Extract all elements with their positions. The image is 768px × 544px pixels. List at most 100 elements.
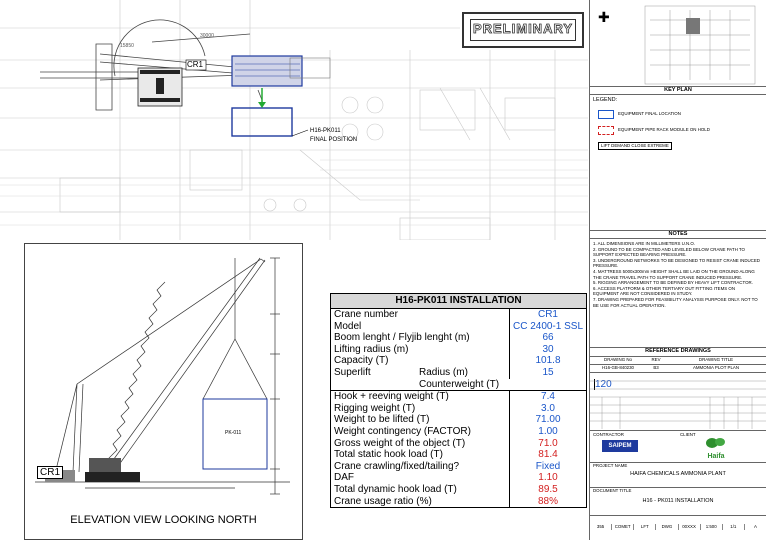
dim-1: 15850: [120, 43, 134, 49]
key-plan-title: KEY PLAN: [664, 87, 692, 93]
notes-title: NOTES: [668, 231, 688, 237]
table-row: Counterweight (T) 120: [331, 378, 612, 391]
row-label: DAF: [334, 472, 354, 484]
legend-item: EQUIPMENT FINAL LOCATION: [618, 111, 681, 116]
row-label: Model: [334, 320, 362, 332]
ref-col: DRAWING TITLE: [698, 357, 734, 362]
row-value: 89.5: [509, 483, 586, 496]
preliminary-text: PRELIMINARY: [470, 19, 576, 41]
doc-number-cell: COMET: [611, 524, 633, 530]
client-label: CLIENT: [680, 432, 696, 437]
client-logo-text: Haifa: [707, 453, 725, 460]
counterweight-value: 120: [594, 378, 612, 391]
project-name: HAIFA CHEMICALS AMMONIA PLANT: [630, 471, 726, 477]
plan-drawing: [0, 0, 588, 241]
counterweight-label: Counterweight (T): [419, 378, 500, 390]
table-row: Gross weight of the object (T)71.0: [331, 437, 586, 450]
table-row: Weight contingency (FACTOR) 1.00: [331, 425, 586, 438]
legend-hold-swatch: [598, 126, 614, 135]
elevation-title: ELEVATION VIEW LOOKING NORTH: [70, 514, 257, 526]
note-item: 1. ALL DIMENSIONS ARE IN MILLIMETERS U.N…: [593, 241, 696, 246]
title-block: ✚ KEY PLAN LEGEND: EQUIPMENT FINAL LOCAT…: [589, 0, 766, 540]
note-item: 7. DRAWING PREPARED FOR FEASIBILITY ANAL…: [593, 296, 758, 308]
doc-number-cell: A: [743, 524, 766, 530]
ref-cell: B3: [653, 365, 659, 370]
row-value: Fixed: [509, 460, 586, 473]
doc-number-cell: 00XXX: [677, 524, 700, 530]
row-label: Boom lenght / Flyjib lenght (m): [334, 332, 470, 344]
row-value: 101.8: [509, 355, 586, 367]
ref-col: REV: [651, 357, 661, 362]
row-value: 1.10: [509, 472, 586, 484]
doc-title: H16 - PK011 INSTALLATION: [642, 498, 714, 504]
table-row: Total static hook load (T)81.4: [331, 449, 586, 461]
table-row: Crane usage ratio (%)88%: [331, 495, 586, 508]
revision-grid: [590, 380, 766, 429]
doc-number-cell: LFT: [633, 524, 655, 530]
note-item: 4. MATTRESS 5000x300mm HEIGHT SHALL BE L…: [593, 268, 755, 280]
ref-col: DRAWING No: [604, 357, 632, 362]
contractor-logo: SAIPEM: [602, 440, 638, 452]
ref-drawings-title: REFERENCE DRAWINGS: [645, 348, 711, 354]
table-row: Rigging weight (T)3.0: [331, 402, 586, 415]
legend-title: LEGEND:: [593, 97, 618, 103]
row-value: 71.00: [509, 414, 586, 426]
radius-label: Radius (m): [419, 366, 468, 378]
final-position-label: FINAL POSITION: [310, 137, 358, 143]
legend-final-swatch: [598, 110, 614, 119]
note-item: 2. GROUND TO BE COMPACTED AND LEVELED BE…: [593, 246, 745, 258]
row-label: Crane crawling/fixed/tailing?: [334, 460, 460, 472]
row-value: 71.0: [509, 437, 586, 450]
row-label: Weight to be lifted (T): [334, 414, 430, 426]
table-row: Crane crawling/fixed/tailing? Fixed: [331, 460, 586, 473]
row-label: Weight contingency (FACTOR): [334, 425, 471, 437]
preliminary-stamp: PRELIMINARY: [462, 12, 584, 48]
row-value: 1.00: [509, 425, 586, 438]
table-row: Weight to be lifted (T) 71.00: [331, 414, 586, 426]
object-label: PK-011: [225, 430, 242, 436]
note-item: 6. ACCESS PLATFORM & OTHER TERTIARY OUT …: [593, 285, 735, 297]
table-row: Lifting radius (m)30: [331, 343, 586, 356]
table-row: Superlift Radius (m) 15: [331, 366, 586, 379]
row-label: Crane usage ratio (%): [334, 495, 432, 507]
row-value: 7.4: [509, 391, 586, 403]
legend-item: LIFT DEMAND CLOSE EXTREME: [598, 142, 672, 150]
note-item: 5. RIGGING ARRANGEMENT TO BE DEFINED BY …: [593, 280, 753, 286]
row-label: Rigging weight (T): [334, 402, 416, 414]
table-row: Boom lenght / Flyjib lenght (m) 66: [331, 332, 586, 344]
doc-number-cell: DWG: [655, 524, 677, 530]
row-value: CC 2400-1 SSL: [509, 320, 586, 333]
installation-title: H16-PK011 INSTALLATION: [331, 294, 586, 309]
doc-title-label: DOCUMENT TITLE: [593, 488, 632, 493]
leaf-icon: [706, 438, 725, 448]
client-logo: Haifa: [702, 436, 730, 460]
ref-cell: H16-GB-840230: [602, 365, 634, 370]
table-row: Model CC 2400-1 SSL: [331, 320, 586, 333]
doc-number-cell: 1/1: [721, 524, 744, 530]
module-label: H16-PK011: [310, 128, 341, 134]
doc-number-cell: 1:500: [699, 524, 722, 530]
elevation-crane-label: CR1: [37, 466, 64, 479]
elevation-view: CR1 PK-011 ELEVATION VIEW LOOKING NORTH: [24, 243, 303, 540]
row-value: 66: [509, 332, 586, 344]
row-value: 81.4: [509, 449, 586, 461]
ref-cell: AMMONIA PLOT PLAN: [692, 365, 740, 370]
note-item: 3. UNDERGROUND NETWORKS TO BE DESIGNED T…: [593, 257, 760, 269]
table-row: Capacity (T) 101.8: [331, 355, 586, 367]
contractor-label: CONTRACTOR: [593, 432, 624, 437]
superlift-label: Superlift: [334, 366, 371, 378]
table-row: Hook + reeving weight (T) 7.4: [331, 391, 586, 403]
notes-list: 1. ALL DIMENSIONS ARE IN MILLIMETERS U.N…: [593, 241, 761, 308]
row-label: Hook + reeving weight (T): [334, 391, 449, 403]
dim-2: 30000: [200, 33, 214, 39]
radius-value: 15: [509, 366, 586, 379]
doc-number-cell: 355: [596, 524, 605, 529]
row-label: Capacity (T): [334, 355, 389, 367]
row-label: Crane number: [334, 309, 398, 320]
table-row: Total dynamic hook load (T) 89.5: [331, 483, 586, 496]
elevation-drawing: [35, 257, 290, 495]
row-label: Total dynamic hook load (T): [334, 483, 457, 495]
table-row: DAF 1.10: [331, 472, 586, 484]
